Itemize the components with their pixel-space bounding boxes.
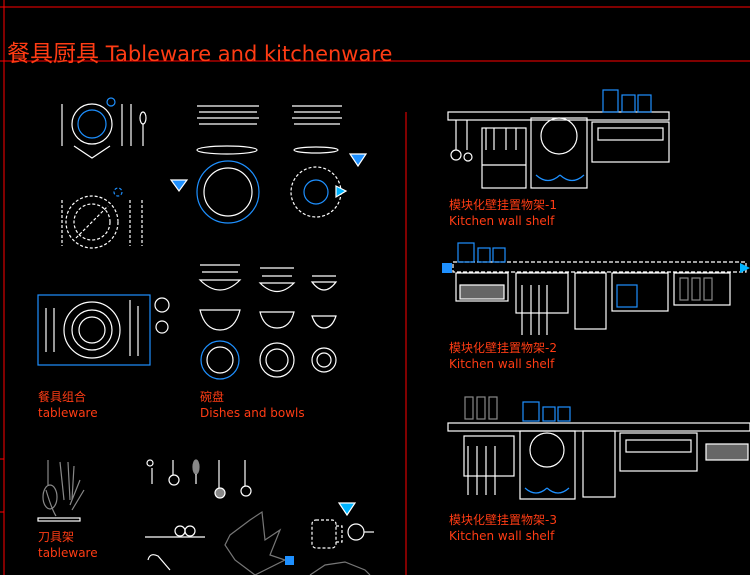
place-setting-icon [61, 97, 147, 159]
wall-shelf-1-drawing [447, 89, 670, 189]
label-chinese: 刀具架 [38, 530, 75, 544]
grip-square-icon [285, 556, 294, 565]
page-title: 餐具厨具 Tableware and kitchenware [7, 34, 392, 68]
grip-arrow-icon [335, 185, 348, 199]
grip-triangle-icon [169, 179, 189, 193]
label-english: Kitchen wall shelf [449, 357, 555, 371]
plate-stack-icon [196, 105, 342, 224]
label-chinese: 模块化壁挂置物架-3 [449, 513, 557, 527]
mug-icon [311, 519, 343, 549]
knife-rack-icon [37, 460, 85, 522]
place-setting-icon [61, 187, 143, 249]
kitchen-utensils-icon [145, 459, 252, 571]
page-title-english: Tableware and kitchenware [105, 42, 393, 66]
wall-shelf-2-drawing [442, 242, 750, 335]
label-english: tableware [38, 546, 98, 560]
label-chinese: 模块化壁挂置物架-2 [449, 341, 557, 355]
label-tableware-set: 餐具组合 tableware [38, 389, 98, 421]
label-english: Kitchen wall shelf [449, 529, 555, 543]
plant-icon [224, 510, 371, 575]
label-chinese: 餐具组合 [38, 390, 87, 404]
wall-shelf-3-drawing [447, 396, 750, 500]
label-dishes-bowls: 碗盘 Dishes and bowls [200, 389, 305, 421]
label-english: tableware [38, 406, 98, 420]
label-knife-rack: 刀具架 tableware [38, 529, 98, 561]
label-chinese: 碗盘 [200, 390, 225, 404]
label-english: Dishes and bowls [200, 406, 305, 420]
label-chinese: 模块化壁挂置物架-1 [449, 198, 557, 212]
tableware-set-icon [37, 294, 170, 366]
grip-triangle-icon [348, 153, 368, 168]
label-english: Kitchen wall shelf [449, 214, 555, 228]
page-title-chinese: 餐具厨具 [7, 41, 99, 67]
grip-triangle-icon [337, 502, 357, 517]
bowls-icon [198, 264, 338, 380]
cup-icon [347, 523, 374, 541]
